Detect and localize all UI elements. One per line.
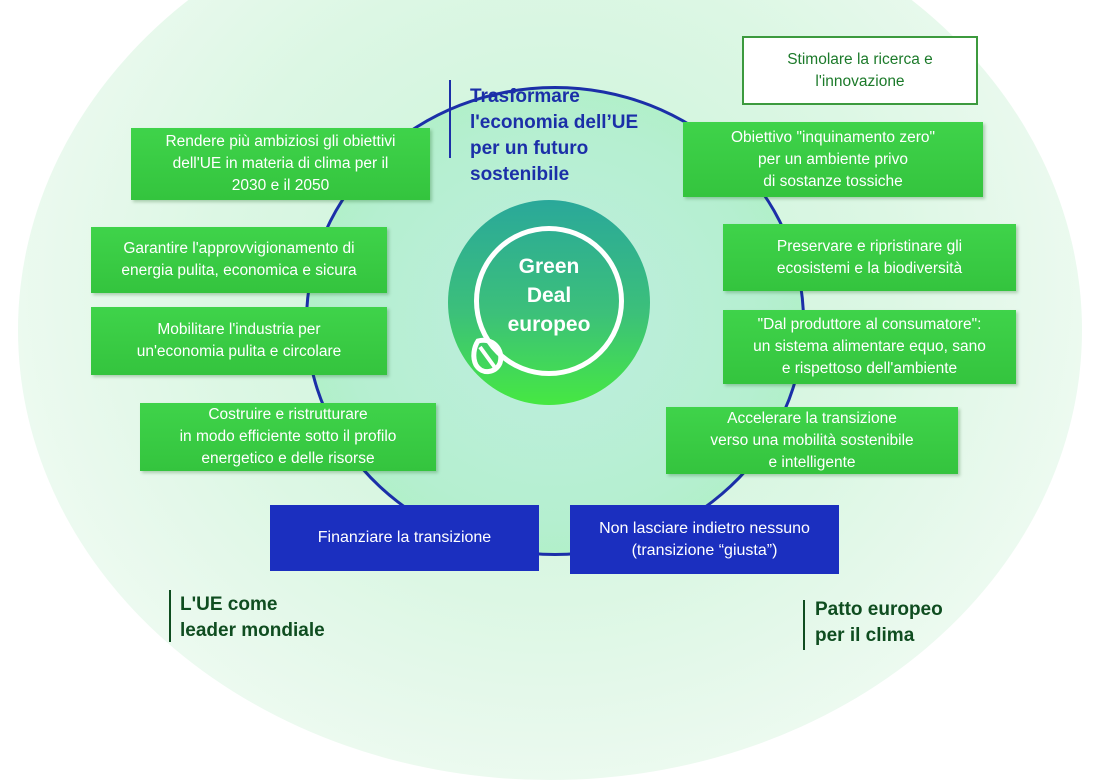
heading-transform-economy: Trasformare l'economia dell’UE per un fu… xyxy=(470,84,638,188)
box-line: Preservare e ripristinare gli xyxy=(776,237,963,255)
footer-climate-pact: Patto europeo per il clima xyxy=(815,597,943,649)
core-title-line: europeo xyxy=(507,313,591,336)
box-zero-pollution: Obiettivo "inquinamento zero" per un ambi… xyxy=(683,122,983,197)
footer-line: per il clima xyxy=(815,625,915,646)
box-biodiversity: Preservare e ripristinare gli ecosistemi … xyxy=(723,224,1016,291)
box-line: Obiettivo "inquinamento zero" xyxy=(730,128,935,146)
box-line: in modo efficiente sotto il profilo xyxy=(179,428,397,445)
box-line: verso una mobilità sostenibile xyxy=(710,431,914,449)
box-clean-energy: Garantire l'approvvigionamento di energia… xyxy=(91,227,387,293)
box-finance-transition: Finanziare la transizione xyxy=(270,505,539,571)
box-line: Costruire e ristrutturare xyxy=(208,406,368,423)
heading-line: l'economia dell’UE xyxy=(470,112,639,133)
footer-eu-global-leader: L'UE come leader mondiale xyxy=(180,592,325,644)
leaf-icon xyxy=(471,337,504,374)
box-line: di sostanze tossiche xyxy=(763,172,903,190)
box-line: e intelligente xyxy=(768,453,856,471)
box-line: (transizione “giusta”) xyxy=(631,541,778,559)
box-efficient-building: Costruire e ristrutturare in modo efficie… xyxy=(140,403,436,471)
box-line: dell'UE in materia di clima per il xyxy=(172,155,389,172)
box-line: ecosistemi e la biodiversità xyxy=(776,259,963,277)
box-line: Mobilitare l'industria per xyxy=(157,321,321,338)
footer-line: L'UE come xyxy=(180,594,278,615)
core-ring xyxy=(474,226,624,376)
core-title-line: Deal xyxy=(526,284,572,307)
box-line: un sistema alimentare equo, sano xyxy=(753,338,986,355)
box-farm-to-fork: "Dal produttore al consumatore": un siste… xyxy=(723,310,1016,384)
heading-divider xyxy=(449,80,451,158)
box-line: "Dal produttore al consumatore": xyxy=(757,316,982,333)
box-line: 2030 e il 2050 xyxy=(231,177,330,194)
box-sustainable-mobility: Accelerare la transizione verso una mobil… xyxy=(666,407,958,474)
box-line: Accelerare la transizione xyxy=(727,409,897,427)
box-research-innovation: Stimolare la ricerca e l'innovazione xyxy=(742,36,978,105)
footer-right-divider xyxy=(803,600,805,650)
box-line: Garantire l'approvvigionamento di xyxy=(123,240,355,257)
box-line: l'innovazione xyxy=(815,72,905,90)
box-climate-ambition: Rendere più ambiziosi gli obiettivi dell'… xyxy=(131,128,430,200)
box-line: Rendere più ambiziosi gli obiettivi xyxy=(165,133,396,150)
core-title-line: Green xyxy=(518,255,580,278)
box-line: energia pulita, economica e sicura xyxy=(121,262,357,279)
box-line: per un ambiente privo xyxy=(758,150,908,168)
footer-line: Patto europeo xyxy=(815,599,943,620)
box-line: Finanziare la transizione xyxy=(317,529,492,546)
box-line: un'economia pulita e circolare xyxy=(136,343,342,360)
box-just-transition: Non lasciare indietro nessuno (transizion… xyxy=(570,505,839,574)
core-title: Green Deal europeo xyxy=(448,252,650,339)
box-line: Non lasciare indietro nessuno xyxy=(599,519,810,537)
heading-line: Trasformare xyxy=(470,86,580,107)
box-circular-industry: Mobilitare l'industria per un'economia pu… xyxy=(91,307,387,375)
footer-line: leader mondiale xyxy=(180,620,325,641)
box-line: e rispettoso dell'ambiente xyxy=(781,360,958,377)
box-line: Stimolare la ricerca e xyxy=(787,50,933,68)
heading-line: sostenibile xyxy=(470,164,570,185)
footer-left-divider xyxy=(169,590,171,642)
heading-line: per un futuro xyxy=(470,138,589,159)
box-line: energetico e delle risorse xyxy=(201,450,375,467)
